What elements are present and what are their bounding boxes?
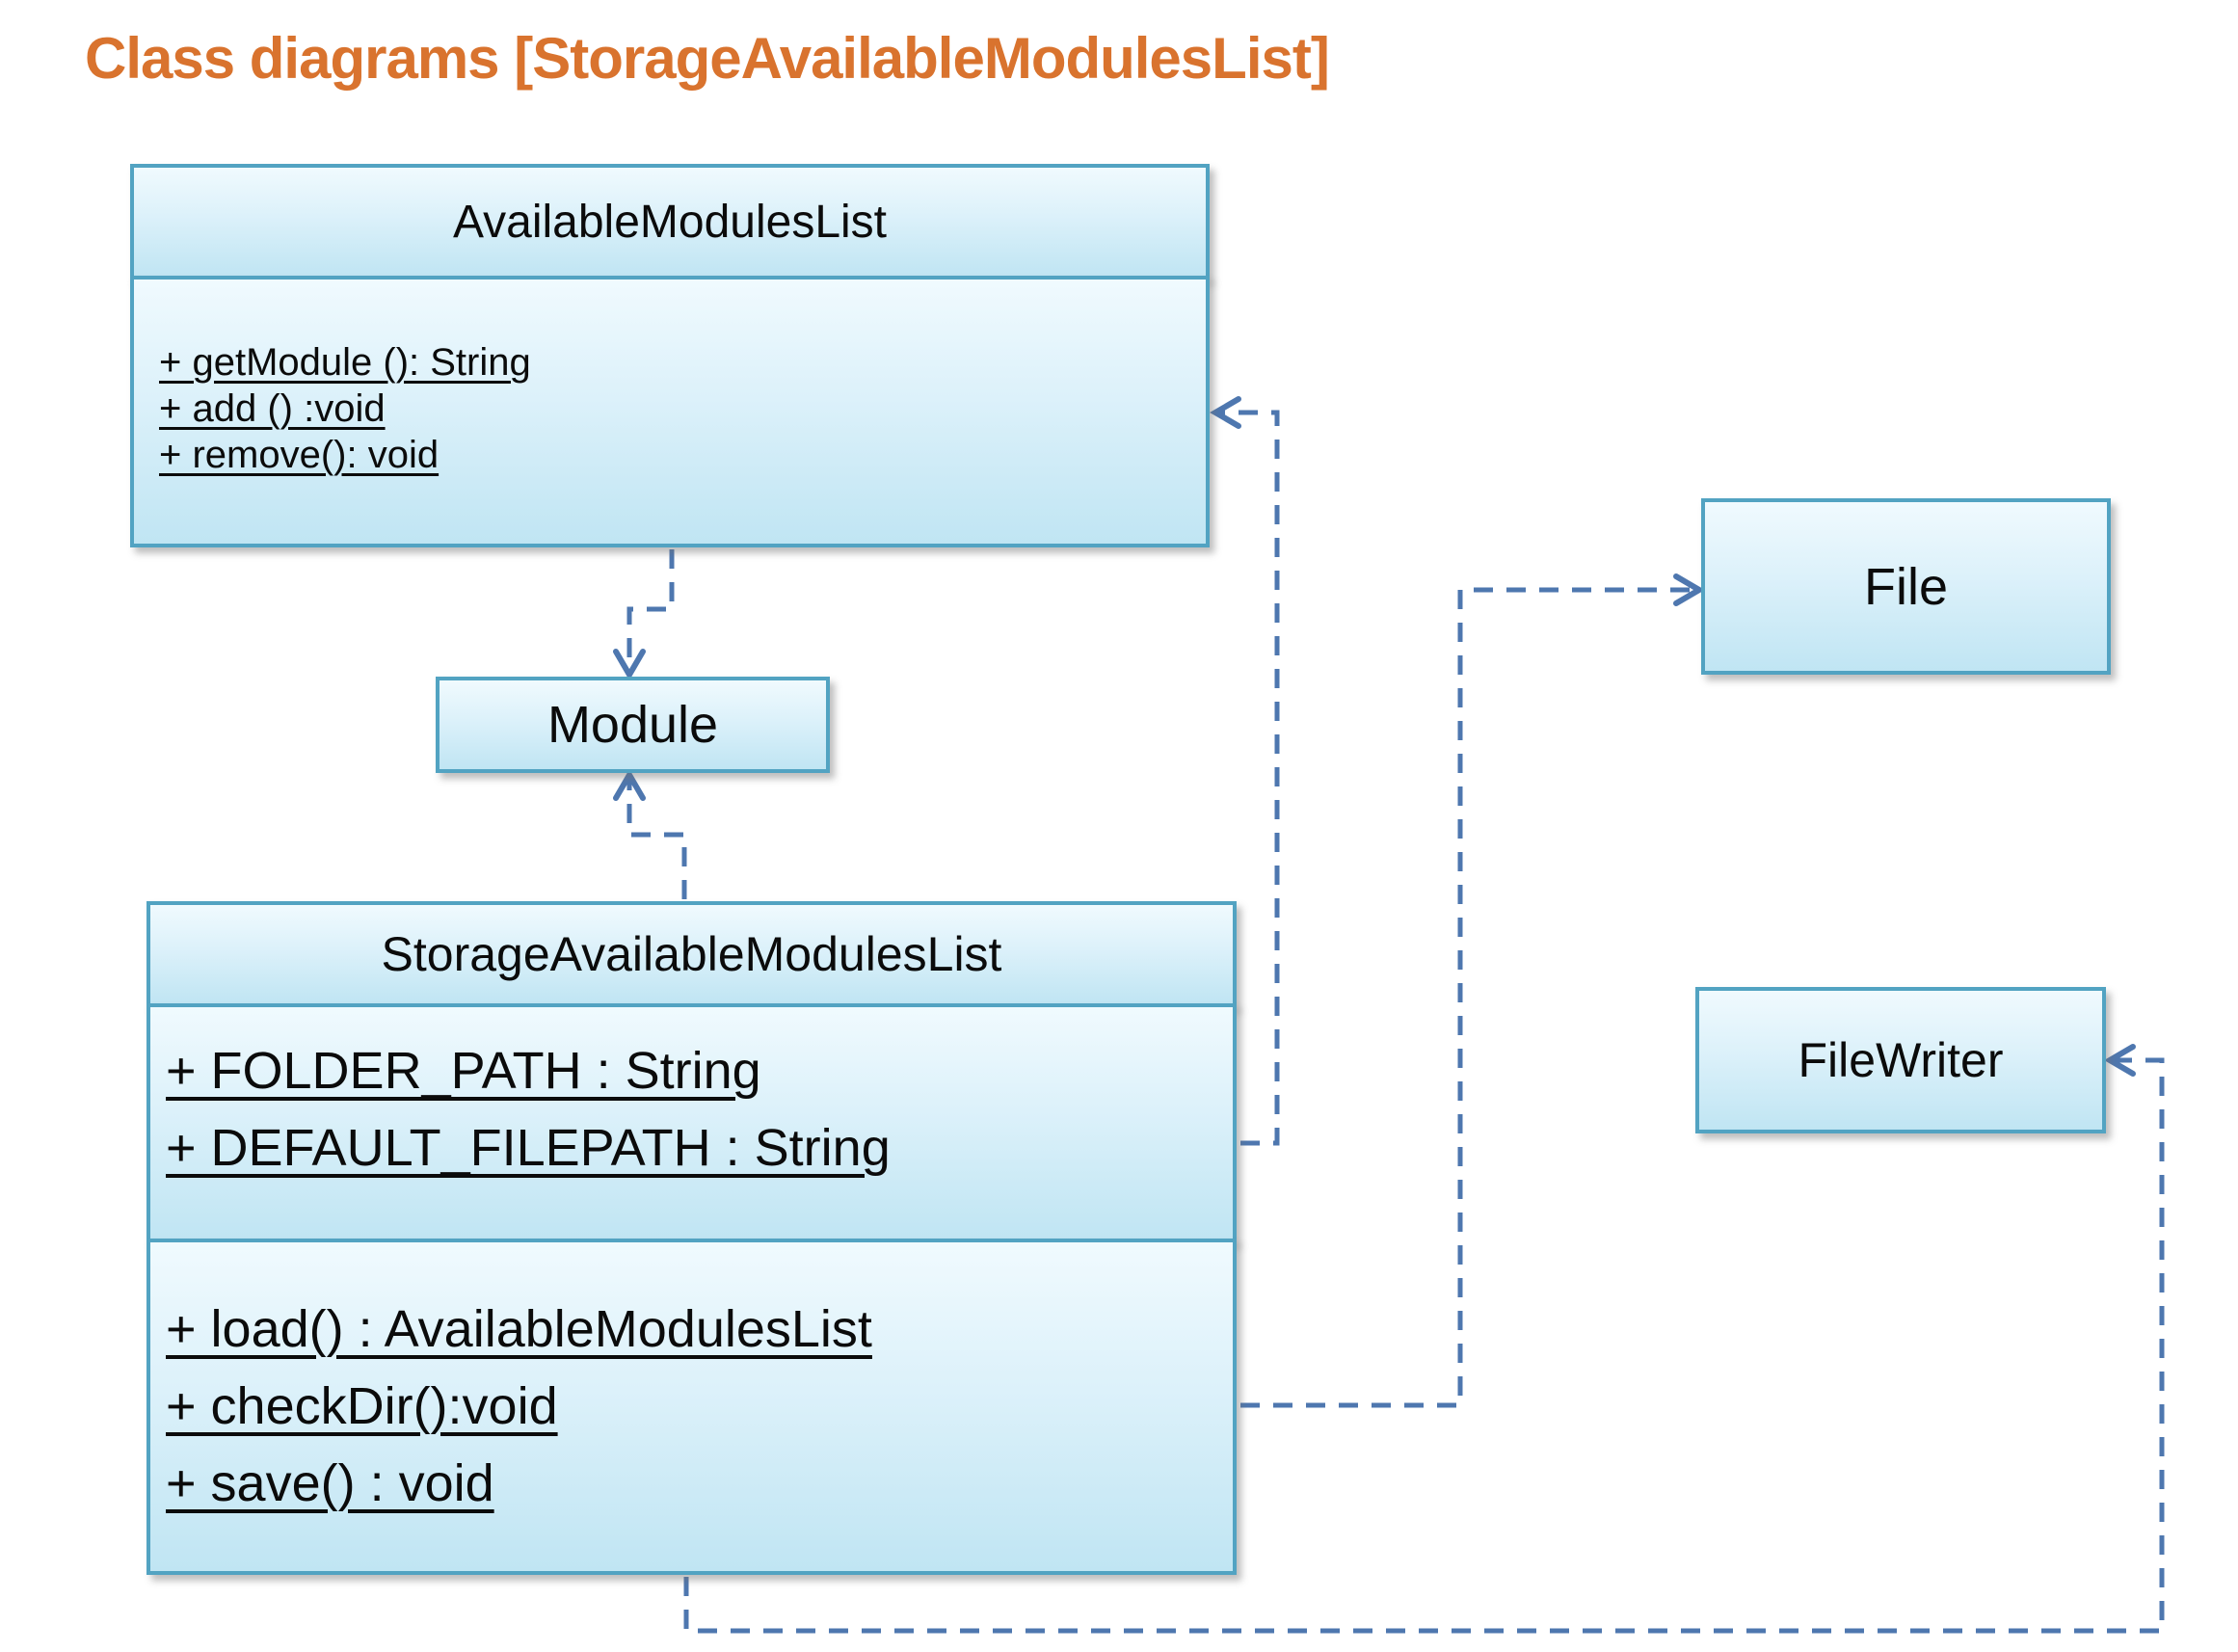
class-storageavailablemoduleslist-title: StorageAvailableModulesList bbox=[381, 927, 1002, 981]
method-add: + add () :void bbox=[159, 387, 386, 430]
class-module: Module bbox=[436, 677, 830, 773]
class-storageavailablemoduleslist-header: StorageAvailableModulesList bbox=[147, 901, 1237, 1007]
class-file-title: File bbox=[1863, 557, 1948, 616]
attribute-folder-path: + FOLDER_PATH : String bbox=[166, 1042, 761, 1100]
class-filewriter: FileWriter bbox=[1695, 987, 2106, 1133]
method-save: + save() : void bbox=[166, 1454, 494, 1512]
class-storageavailablemoduleslist-methods: + load() : AvailableModulesList + checkD… bbox=[147, 1239, 1237, 1575]
class-availablemoduleslist-header: AvailableModulesList bbox=[130, 164, 1210, 280]
class-module-title: Module bbox=[546, 696, 719, 754]
method-getmodule: + getModule (): String bbox=[159, 341, 531, 384]
dependency-arrow-storage-to-file bbox=[1240, 573, 1705, 1408]
attribute-default-filepath: + DEFAULT_FILEPATH : String bbox=[166, 1119, 891, 1177]
dependency-arrow-storage-to-module bbox=[613, 769, 687, 899]
class-filewriter-title: FileWriter bbox=[1798, 1033, 2004, 1087]
class-availablemoduleslist-members: + getModule (): String + add () :void + … bbox=[130, 276, 1210, 547]
method-remove: + remove(): void bbox=[159, 434, 440, 476]
method-checkdir: + checkDir():void bbox=[166, 1377, 558, 1435]
class-file: File bbox=[1701, 498, 2111, 675]
page-title: Class diagrams [StorageAvailableModulesL… bbox=[85, 26, 1330, 91]
class-availablemoduleslist-title: AvailableModulesList bbox=[452, 196, 888, 248]
dependency-arrow-aml-to-module bbox=[613, 549, 675, 680]
class-storageavailablemoduleslist-attributes: + FOLDER_PATH : String + DEFAULT_FILEPAT… bbox=[147, 1003, 1237, 1242]
method-load: + load() : AvailableModulesList bbox=[166, 1300, 872, 1358]
